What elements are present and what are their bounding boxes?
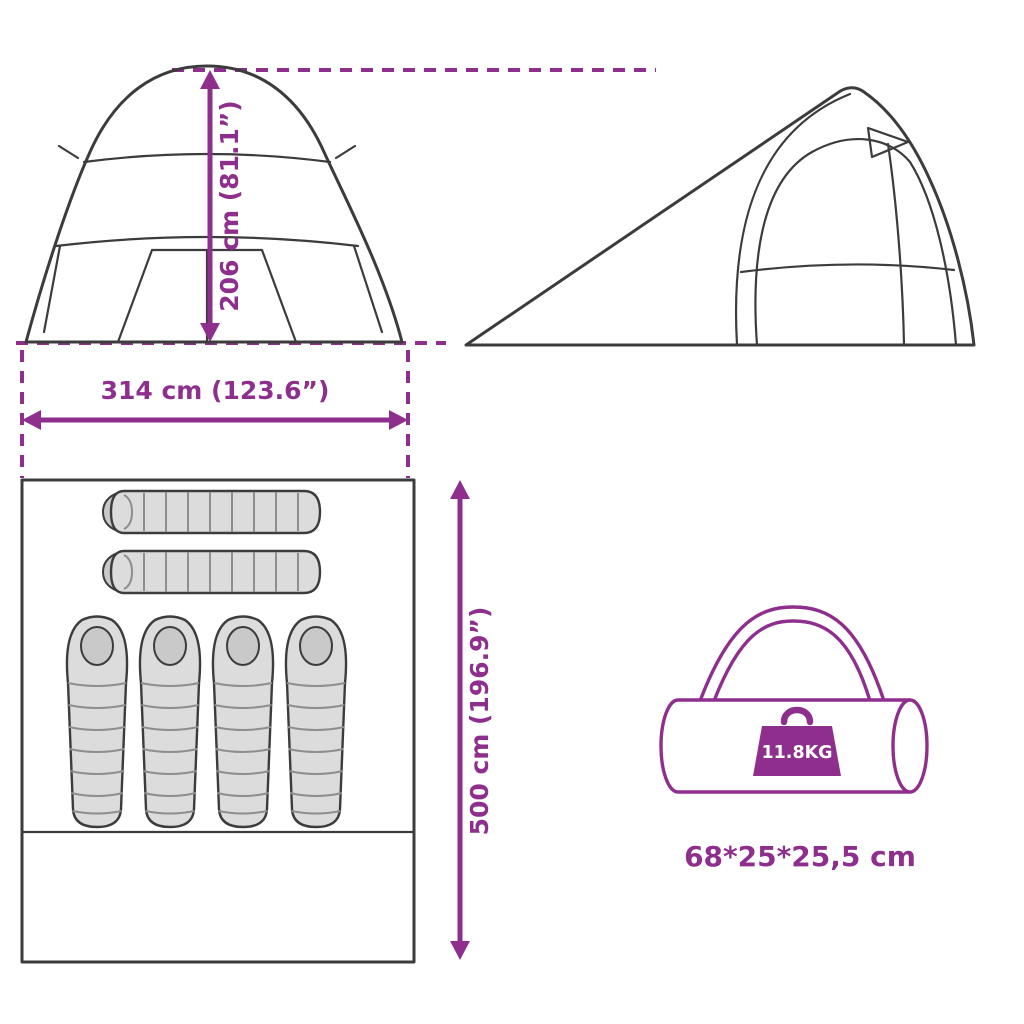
weight-icon — [753, 726, 841, 776]
floor-plan-illustration — [20, 478, 416, 964]
sleeping-bag-vertical-2 — [138, 615, 202, 829]
weight-badge: 11.8KG — [753, 706, 841, 776]
width-reference-dashlines — [20, 350, 410, 478]
width-dimension-label: 314 cm (123.6”) — [101, 376, 330, 405]
width-dimension: 314 cm (123.6”) — [22, 376, 408, 430]
tent-side-view-illustration — [464, 86, 976, 347]
sleeping-bag-vertical-3 — [211, 615, 275, 829]
depth-dimension: 500 cm (196.9”) — [450, 480, 494, 960]
height-dimension-label: 206 cm (81.1”) — [215, 100, 244, 311]
carry-bag-illustration: 11.8KG 68*25*25,5 cm — [659, 605, 929, 873]
sleeping-bag-horizontal-2 — [101, 549, 322, 595]
tent-front-view-illustration — [24, 64, 404, 344]
sleeping-bag-vertical-4 — [284, 615, 348, 829]
carry-bag-end-cap — [891, 698, 929, 794]
sleeping-bag-vertical-1 — [65, 615, 129, 829]
carry-bag-handle-outer — [698, 605, 886, 703]
weight-hook-icon — [780, 706, 814, 726]
carry-bag-size-label: 68*25*25,5 cm — [684, 840, 916, 873]
weight-label: 11.8KG — [761, 743, 832, 763]
depth-dimension-label: 500 cm (196.9”) — [465, 607, 494, 836]
sleeping-bag-horizontal-1 — [101, 489, 322, 535]
carry-bag-handle-inner — [712, 619, 872, 703]
height-dimension: 206 cm (81.1”) — [200, 70, 244, 342]
